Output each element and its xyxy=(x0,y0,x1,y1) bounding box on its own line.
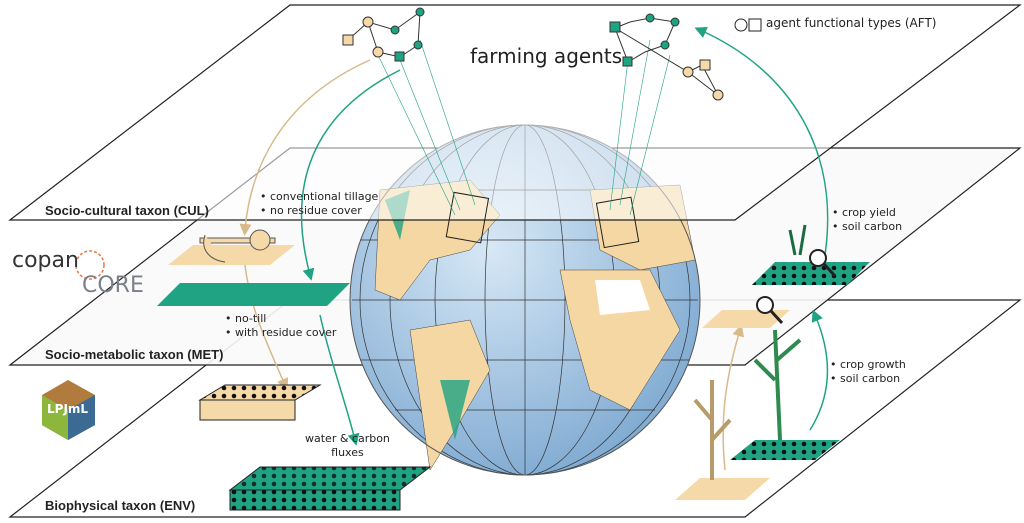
farming-agents-title: farming agents xyxy=(470,44,622,68)
note-item: • soil carbon xyxy=(830,372,901,385)
fluxes-label: water & carbon fluxes xyxy=(305,432,390,460)
copan-gear-icon xyxy=(75,250,105,280)
met-taxon-label: Socio-metabolic taxon (MET) xyxy=(45,347,224,362)
aft-legend: agent functional types (AFT) xyxy=(766,16,937,30)
agent-network-right xyxy=(609,13,724,216)
lpjml-logo xyxy=(42,380,95,440)
cul-taxon-label: Socio-cultural taxon (CUL) xyxy=(45,203,209,218)
note-item: • no residue cover xyxy=(260,204,362,217)
no-till-notes: • no-till • with residue cover xyxy=(225,312,336,340)
copan-logo-text: copan xyxy=(12,248,79,273)
cul-plane xyxy=(8,4,1022,221)
note-line: water & carbon xyxy=(305,432,390,445)
note-item: • no-till xyxy=(225,312,267,325)
magnifier-icon xyxy=(756,296,774,314)
title-text: farming agents xyxy=(470,44,623,68)
core-logo-text: CORE xyxy=(82,273,144,298)
no-till-field xyxy=(157,283,350,306)
lpjml-logo-text: LPJmL xyxy=(47,402,89,416)
magnifier-icon xyxy=(809,249,827,267)
note-item: • with residue cover xyxy=(225,326,337,339)
plough-icon xyxy=(168,229,295,265)
yield-notes: • crop yield • soil carbon xyxy=(832,206,902,234)
agent-network-left xyxy=(342,7,476,216)
env-taxon-label: Biophysical taxon (ENV) xyxy=(45,498,196,513)
note-item: • soil carbon xyxy=(832,220,903,233)
square-agent-icon xyxy=(748,18,762,32)
note-line: fluxes xyxy=(331,446,364,459)
circle-agent-icon xyxy=(734,18,748,32)
crop-fields-right xyxy=(675,224,870,500)
conventional-notes: • conventional tillage • no residue cove… xyxy=(260,190,378,218)
conventional-soil-block xyxy=(198,384,322,421)
note-item: • crop yield xyxy=(832,206,896,219)
note-item: • conventional tillage xyxy=(260,190,379,203)
no-till-soil-block xyxy=(228,466,432,511)
growth-notes: • crop growth • soil carbon xyxy=(830,358,906,386)
note-item: • crop growth xyxy=(830,358,906,371)
